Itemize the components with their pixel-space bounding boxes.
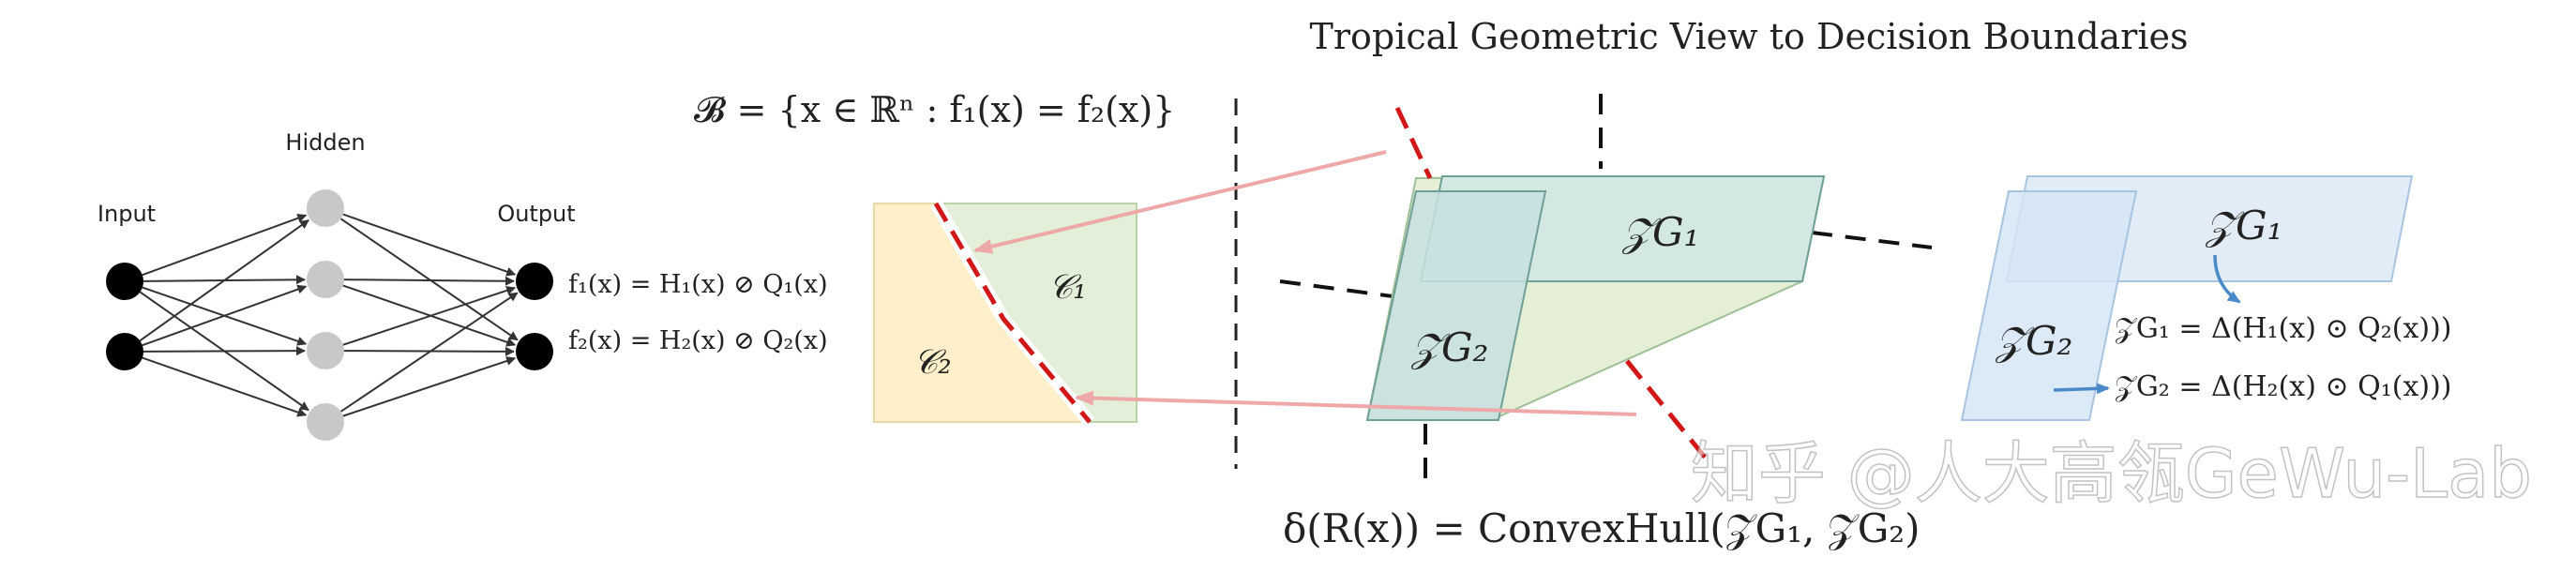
hidden-node-3 <box>307 332 344 369</box>
edge-input1-hidden1 <box>142 213 308 277</box>
zonotope-zg2 <box>1365 190 1547 421</box>
region-c1-label: 𝒞₁ <box>1048 268 1087 307</box>
boundary-set-definition: 𝓑 = {x ∈ ℝⁿ : f₁(x) = f₂(x)} <box>694 89 1175 130</box>
region-panel: 𝒞₁ 𝒞₂ <box>873 200 1137 427</box>
right-panel: 𝒵G₁ 𝒵G₂ 𝒵G₁ = Δ(H₁(x) ⊙ Q₂(x))) 𝒵G₂ = Δ(… <box>1960 175 2451 421</box>
watermark: 知乎 @人大高瓴GeWu-Lab <box>1691 434 2532 513</box>
boundary-dash-top <box>1394 106 1433 180</box>
right-zonotope-zg2 <box>1960 190 2138 421</box>
edge-hidden2-output2 <box>342 284 517 347</box>
edge-hidden3-output1 <box>342 286 517 346</box>
f2-equation: f₂(x) = H₂(x) ⊘ Q₂(x) <box>568 326 828 355</box>
convex-hull-equation: δ(R(x)) = ConvexHull(𝒵G₁, 𝒵G₂) <box>1283 505 1921 551</box>
right-zg1-label: 𝒵G₁ <box>2205 203 2282 248</box>
edge-input2-hidden4 <box>142 356 308 417</box>
connector-arrow-bottom <box>1075 390 1637 416</box>
f1-equation: f₁(x) = H₁(x) ⊘ Q₁(x) <box>568 270 828 299</box>
edge-hidden4-output1 <box>340 292 519 413</box>
axis-right <box>1811 231 1933 249</box>
zonotope-zg1-label: 𝒵G₁ <box>1621 209 1699 255</box>
edge-input2-hidden1 <box>139 218 309 342</box>
zonotope-panel: 𝒵G₁ 𝒵G₂ <box>1279 94 1933 488</box>
edge-hidden1-output1 <box>342 213 517 277</box>
hidden-node-2 <box>307 261 344 298</box>
region-c2-label: 𝒞₂ <box>913 343 952 382</box>
figure-title: Tropical Geometric View to Decision Boun… <box>1310 16 2189 57</box>
axis-left <box>1279 279 1408 300</box>
edge-hidden1-output2 <box>339 218 519 341</box>
input-label: Input <box>98 201 156 227</box>
network-nodes <box>106 189 553 441</box>
connector-arrow-top <box>973 150 1387 254</box>
edge-hidden2-output1 <box>343 276 516 286</box>
zonotope-zg2-label: 𝒵G₂ <box>1410 324 1488 370</box>
network-edges <box>139 213 519 417</box>
output-node-1 <box>516 263 553 300</box>
input-node-2 <box>106 333 143 370</box>
right-eq1: 𝒵G₁ = Δ(H₁(x) ⊙ Q₂(x))) <box>2115 312 2451 345</box>
output-node-2 <box>516 333 553 370</box>
neural-network: Input Hidden Output f₁(x) = H₁(x) ⊘ Q₁(x… <box>98 129 828 441</box>
decision-boundary-dashed <box>933 202 1092 424</box>
edge-hidden4-output2 <box>342 356 517 417</box>
hidden-label: Hidden <box>285 129 365 156</box>
hidden-node-1 <box>307 189 344 227</box>
edge-input2-hidden2 <box>142 284 308 347</box>
right-eq2: 𝒵G₂ = Δ(H₂(x) ⊙ Q₁(x))) <box>2115 370 2451 403</box>
blue-arrow-straight <box>2053 383 2110 395</box>
hidden-node-4 <box>307 403 344 441</box>
blue-arrow-curved <box>2213 254 2241 304</box>
output-label: Output <box>497 201 575 227</box>
edge-input2-hidden3 <box>143 346 307 356</box>
right-zg2-label: 𝒵G₂ <box>1995 318 2072 364</box>
boundary-dash-bottom <box>1625 359 1709 461</box>
input-node-1 <box>106 263 143 300</box>
